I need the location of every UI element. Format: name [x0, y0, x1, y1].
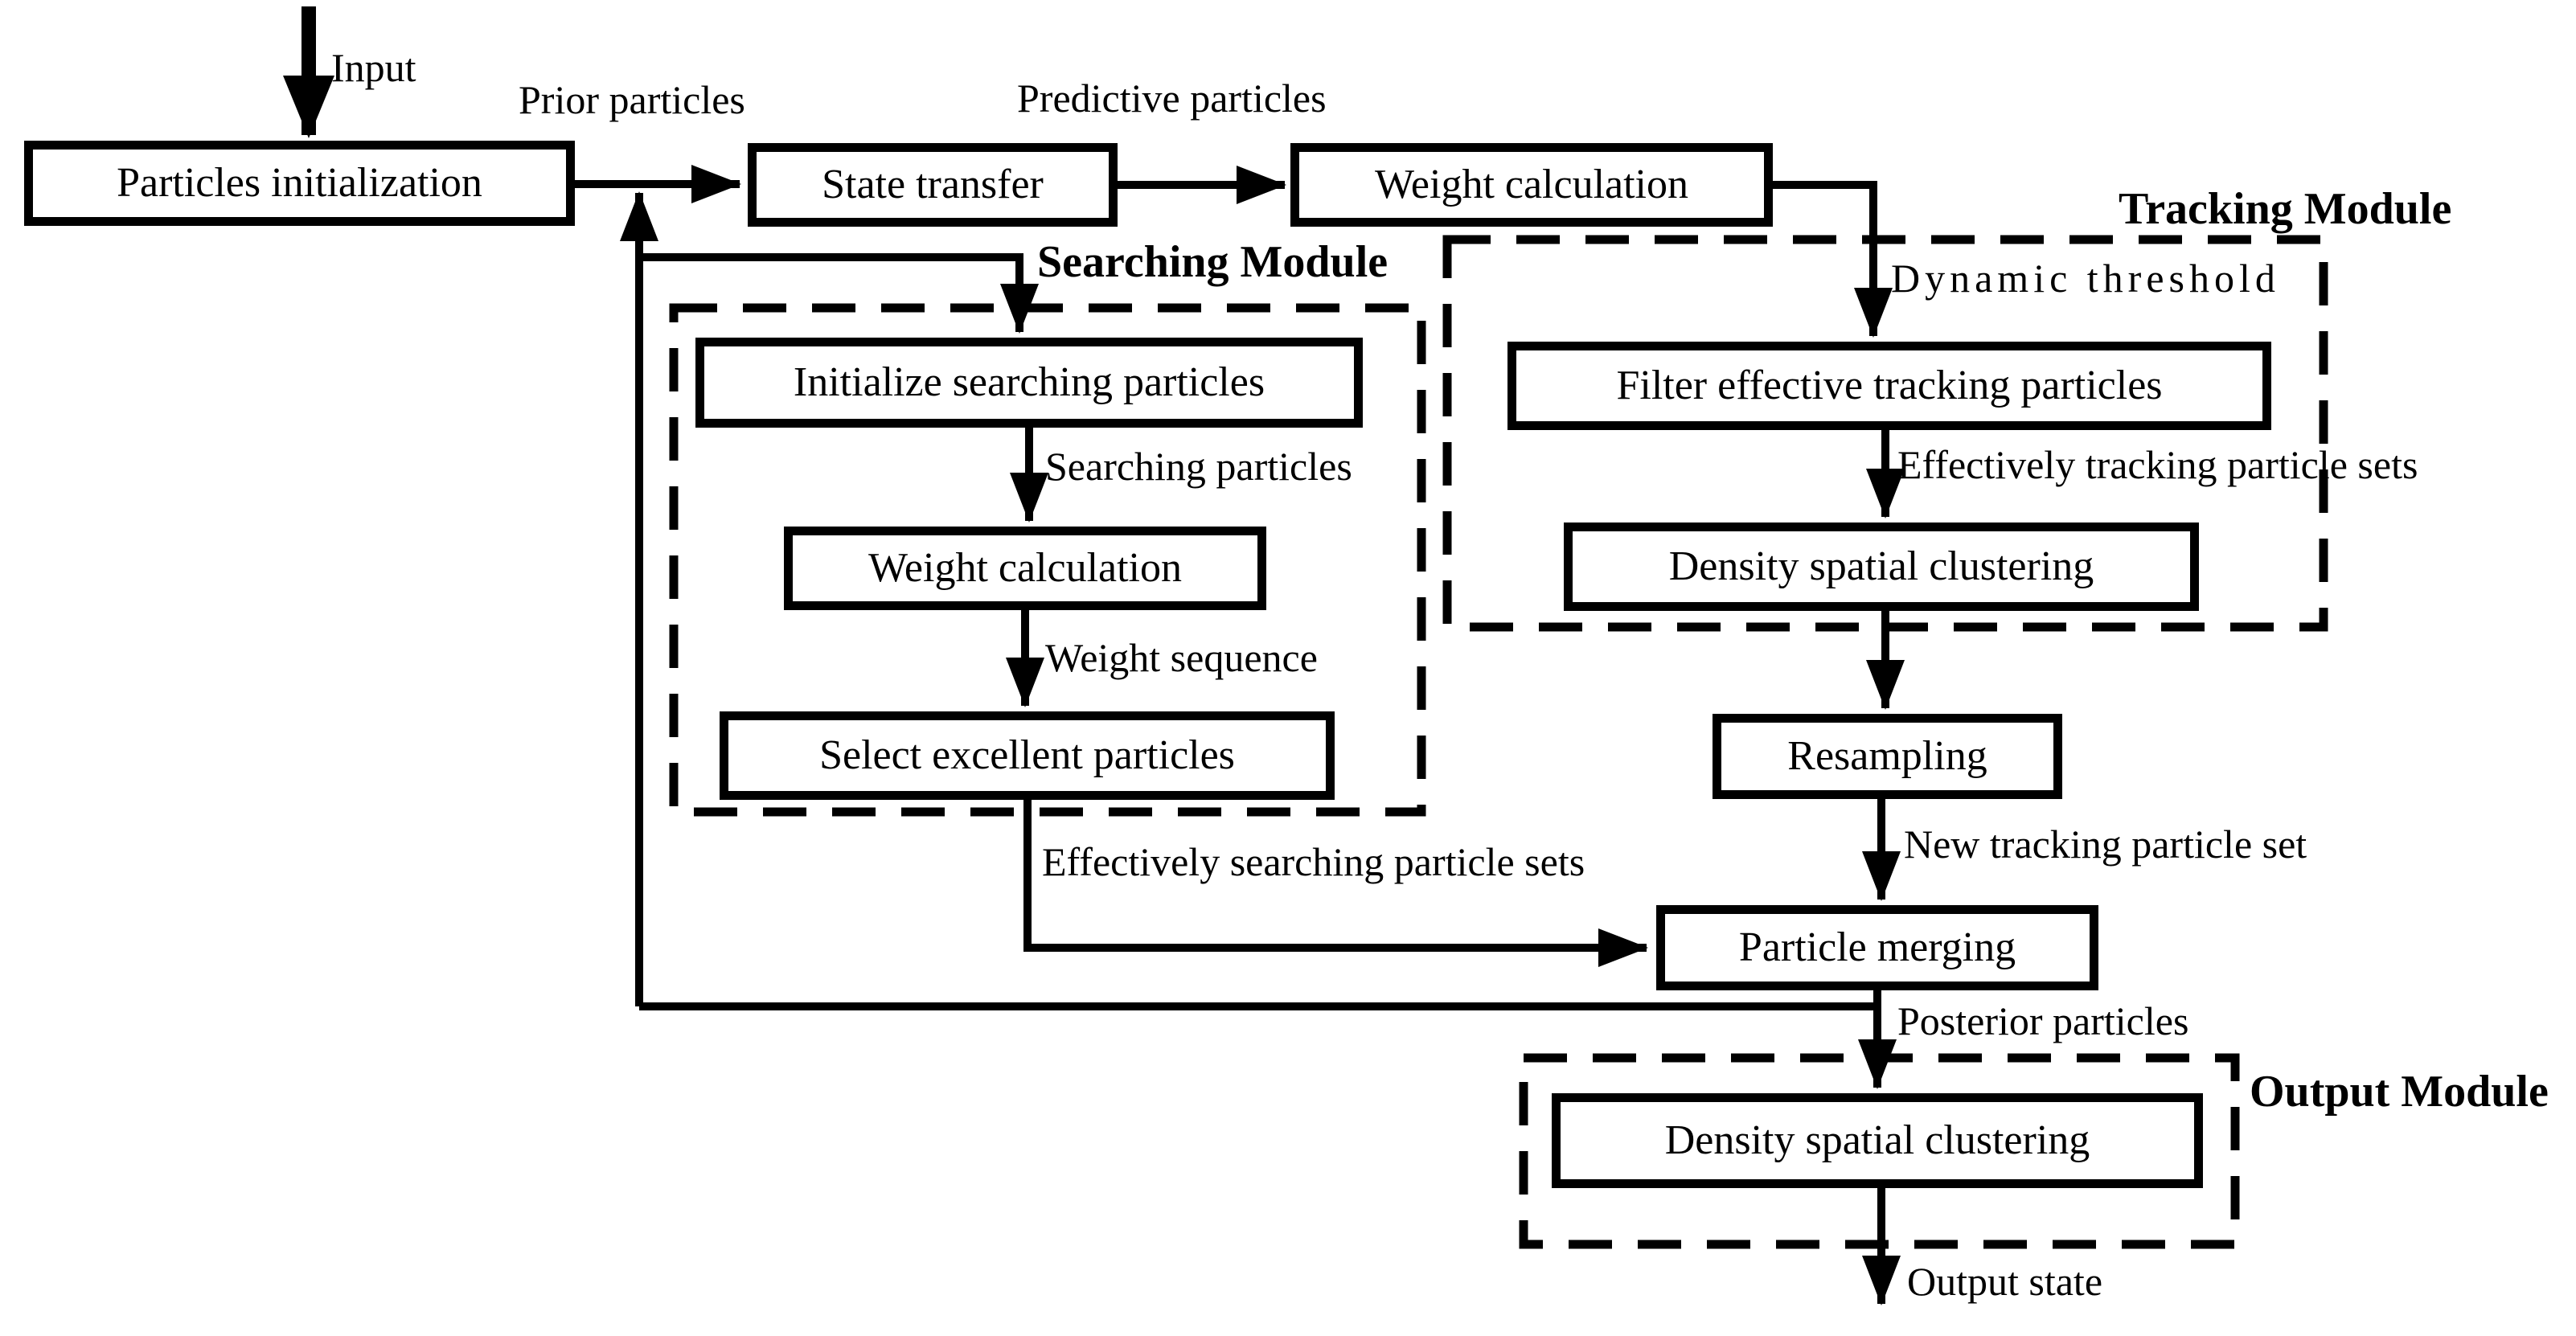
- label-new-tracking-particle-set: New tracking particle set: [1904, 822, 2307, 867]
- searching-module-box: [669, 303, 1426, 817]
- connector-weight-calc-to-filter: [1769, 181, 1893, 338]
- label-output-state: Output state: [1907, 1259, 2103, 1304]
- node-filter-effective-tracking-particles: Filter effective tracking particles: [1507, 342, 2271, 430]
- node-density-spatial-clustering-tracking: Density spatial clustering: [1564, 523, 2199, 611]
- label-effectively-tracking-particle-sets: Effectively tracking particle sets: [1897, 442, 2418, 487]
- output-module-label: Output Module: [2250, 1067, 2549, 1117]
- connector-prior-to-init-searching: [639, 253, 1039, 334]
- node-weight-calculation-main: Weight calculation: [1290, 143, 1773, 227]
- node-resampling: Resampling: [1713, 714, 2062, 799]
- node-select-excellent-particles: Select excellent particles: [720, 711, 1335, 800]
- node-initialize-searching-particles: Initialize searching particles: [695, 338, 1363, 428]
- label-prior-particles: Prior particles: [519, 77, 745, 122]
- label-searching-particles: Searching particles: [1045, 444, 1352, 489]
- connector-select-to-particle-merging: [1023, 800, 1648, 967]
- label-weight-sequence: Weight sequence: [1045, 635, 1318, 680]
- label-posterior-particles: Posterior particles: [1897, 998, 2189, 1043]
- node-particle-merging: Particle merging: [1656, 905, 2098, 990]
- label-input: Input: [331, 45, 416, 90]
- node-density-spatial-clustering-output: Density spatial clustering: [1552, 1093, 2203, 1188]
- label-effectively-searching-particle-sets: Effectively searching particle sets: [1042, 839, 1585, 884]
- searching-module-label: Searching Module: [1037, 237, 1388, 287]
- node-weight-calculation-searching: Weight calculation: [784, 527, 1266, 610]
- node-particles-initialization: Particles initialization: [24, 141, 575, 226]
- tracking-module-label: Tracking Module: [2119, 184, 2452, 234]
- label-dynamic-threshold: Dynamic threshold: [1891, 256, 2280, 301]
- node-state-transfer: State transfer: [748, 143, 1118, 227]
- label-predictive-particles: Predictive particles: [1017, 76, 1327, 121]
